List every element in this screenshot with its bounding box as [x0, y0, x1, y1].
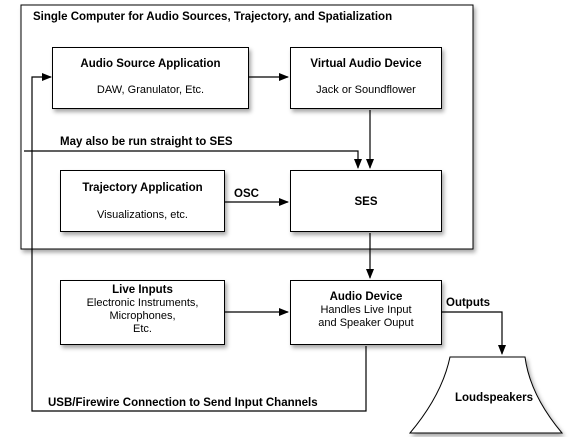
- label-usb-firewire: USB/Firewire Connection to Send Input Ch…: [48, 397, 318, 409]
- live-inputs-sub-3: Etc.: [133, 323, 152, 335]
- arrow-direct-to-ses: [24, 150, 362, 169]
- ses-box: SES: [290, 170, 442, 232]
- live-inputs-sub-2: Microphones,: [109, 310, 176, 322]
- audio-device-sub-1: Handles Live Input: [320, 304, 412, 316]
- live-inputs-box: Live Inputs Electronic Instruments, Micr…: [60, 280, 225, 345]
- trajectory-sub: Visualizations, etc.: [97, 209, 188, 221]
- audio-source-application-box: Audio Source Application DAW, Granulator…: [52, 47, 249, 109]
- loudspeakers-shape: [408, 356, 564, 434]
- live-inputs-title: Live Inputs: [112, 284, 173, 296]
- audio-device-box: Audio Device Handles Live Input and Spea…: [290, 280, 442, 345]
- virtual-audio-sub: Jack or Soundflower: [316, 84, 416, 96]
- trajectory-title: Trajectory Application: [82, 182, 203, 194]
- arrow-usb-firewire-loop: [31, 73, 367, 412]
- label-outputs: Outputs: [446, 297, 491, 309]
- label-osc: OSC: [234, 188, 259, 200]
- live-inputs-sub-1: Electronic Instruments,: [86, 297, 199, 309]
- arrow-outputs: [442, 311, 506, 355]
- audio-device-title: Audio Device: [329, 291, 403, 303]
- audio-source-title: Audio Source Application: [80, 58, 221, 70]
- label-may-also-run-straight: May also be run straight to SES: [60, 136, 233, 148]
- virtual-audio-device-box: Virtual Audio Device Jack or Soundflower: [290, 47, 442, 109]
- ses-title: SES: [354, 196, 378, 208]
- container-title: Single Computer for Audio Sources, Traje…: [33, 11, 393, 23]
- audio-source-sub: DAW, Granulator, Etc.: [96, 84, 205, 96]
- trajectory-application-box: Trajectory Application Visualizations, e…: [60, 170, 225, 232]
- virtual-audio-title: Virtual Audio Device: [310, 58, 422, 70]
- audio-device-sub-2: and Speaker Ouput: [318, 317, 414, 329]
- loudspeakers-title: Loudspeakers: [455, 392, 533, 404]
